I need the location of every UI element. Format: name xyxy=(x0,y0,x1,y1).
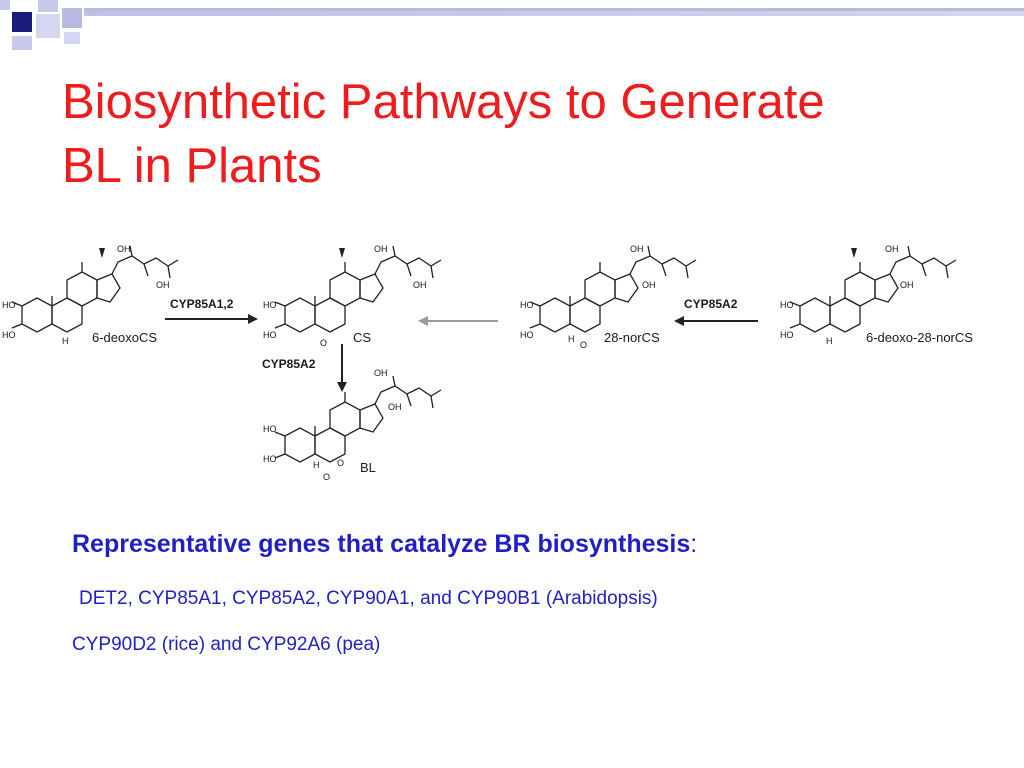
genes-heading-text: Representative genes that catalyze BR bi… xyxy=(72,530,691,558)
svg-text:H: H xyxy=(568,334,575,344)
svg-text:HO: HO xyxy=(780,330,794,340)
compound-label: 6-deoxo-28-norCS xyxy=(866,330,973,345)
genes-heading-colon: : xyxy=(690,530,698,558)
pathway-diagram: HO HO OH OH H 6-deoxoCS CYP85A1,2 HO HO … xyxy=(2,244,973,482)
enzyme-label: CYP85A2 xyxy=(262,357,316,371)
svg-text:OH: OH xyxy=(885,244,899,254)
svg-text:HO: HO xyxy=(263,424,277,434)
enzyme-label: CYP85A1,2 xyxy=(170,297,234,311)
svg-text:O: O xyxy=(580,340,587,350)
genes-arabidopsis: DET2, CYP85A1, CYP85A2, CYP90A1, and CYP… xyxy=(79,588,658,609)
compound-label: CS xyxy=(353,330,371,345)
arrow-to-cs: CYP85A1,2 xyxy=(165,297,258,324)
svg-text:HO: HO xyxy=(780,300,794,310)
svg-text:OH: OH xyxy=(413,280,427,290)
svg-text:O: O xyxy=(337,458,344,468)
compound-label: 6-deoxoCS xyxy=(92,330,157,345)
slide-title: Biosynthetic Pathways to Generate BL in … xyxy=(62,70,982,198)
arrow-norcs-to-cs xyxy=(418,316,498,326)
compound-cs: HO HO OH OH O CS xyxy=(263,244,442,348)
svg-text:OH: OH xyxy=(117,244,131,254)
svg-text:HO: HO xyxy=(263,330,277,340)
title-line-2: BL in Plants xyxy=(62,139,322,193)
svg-text:HO: HO xyxy=(2,300,16,310)
arrow-to-bl: CYP85A2 xyxy=(262,344,347,392)
corner-decoration xyxy=(0,0,1024,50)
svg-text:HO: HO xyxy=(520,330,534,340)
compound-28-norcs: HO HO OH OH H O 28-norCS xyxy=(520,244,697,350)
compound-6-deoxo-28-norcs: HO HO OH OH H 6-deoxo-28-norCS xyxy=(780,244,973,346)
svg-text:H: H xyxy=(62,336,69,346)
svg-text:OH: OH xyxy=(374,368,388,378)
svg-text:H: H xyxy=(313,460,320,470)
arrow-to-28-norcs: CYP85A2 xyxy=(674,297,758,326)
svg-text:HO: HO xyxy=(2,330,16,340)
genes-rice-pea: CYP90D2 (rice) and CYP92A6 (pea) xyxy=(72,634,381,655)
svg-text:O: O xyxy=(323,472,330,482)
svg-text:OH: OH xyxy=(374,244,388,254)
svg-text:OH: OH xyxy=(900,280,914,290)
compound-label: 28-norCS xyxy=(604,330,660,345)
svg-text:H: H xyxy=(826,336,833,346)
compound-bl: HO HO OH OH H O O BL xyxy=(263,368,442,482)
svg-text:OH: OH xyxy=(388,402,402,412)
title-line-1: Biosynthetic Pathways to Generate xyxy=(62,75,825,129)
svg-text:HO: HO xyxy=(263,454,277,464)
compound-6-deoxocs: HO HO OH OH H 6-deoxoCS xyxy=(2,244,179,346)
svg-text:HO: HO xyxy=(263,300,277,310)
svg-text:OH: OH xyxy=(156,280,170,290)
compound-label: BL xyxy=(360,460,376,475)
svg-text:O: O xyxy=(320,338,327,348)
genes-heading: Representative genes that catalyze BR bi… xyxy=(72,530,697,559)
svg-text:HO: HO xyxy=(520,300,534,310)
svg-text:OH: OH xyxy=(630,244,644,254)
enzyme-label: CYP85A2 xyxy=(684,297,738,311)
svg-text:OH: OH xyxy=(642,280,656,290)
